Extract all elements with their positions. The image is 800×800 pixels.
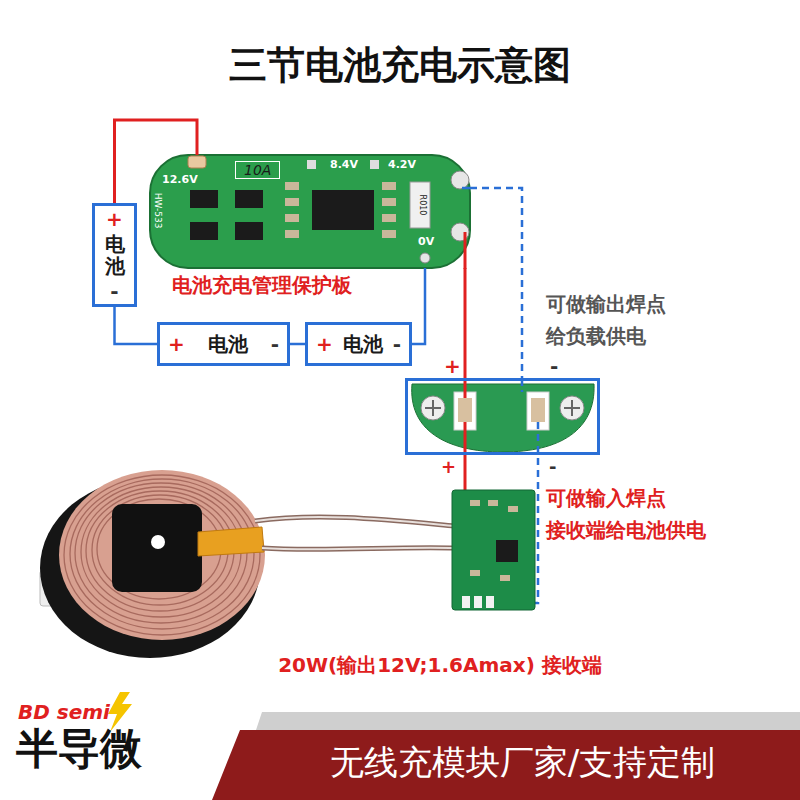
copper-coil <box>59 470 265 640</box>
module-caption: 20W(输出12V;1.6Amax) 接收端 <box>200 652 680 679</box>
polarity-sign: - <box>271 333 279 355</box>
brand-name: 半导微 <box>16 724 142 774</box>
pin-header <box>486 596 494 608</box>
wire <box>115 120 198 203</box>
smd-part <box>508 506 518 512</box>
battery-label: 电池 <box>105 233 125 277</box>
pcb-board <box>150 155 470 268</box>
polarity-sign: + <box>441 456 456 477</box>
solder-pad <box>451 171 469 189</box>
wire <box>115 307 158 344</box>
smd-part <box>382 182 396 190</box>
coil-lead <box>255 517 455 526</box>
screw <box>425 400 441 416</box>
banner-band <box>212 730 800 800</box>
smd-part <box>285 230 299 238</box>
battery-cell: + 电池 - <box>92 203 137 307</box>
polarity-sign: - <box>550 355 558 377</box>
shunt-resistor <box>410 182 430 228</box>
wire <box>470 188 522 378</box>
solder-pad <box>188 156 206 168</box>
smd-part <box>488 500 498 506</box>
voltage-label: 12.6V <box>162 173 198 186</box>
wire <box>464 268 467 378</box>
flex-strip <box>198 527 264 556</box>
solder-pad <box>420 253 430 263</box>
core-hole <box>151 535 165 549</box>
voltage-label: 4.2V <box>388 158 416 171</box>
banner-text: 无线充模块厂家/支持定制 <box>250 740 795 784</box>
screw <box>421 396 445 420</box>
smd-part <box>500 575 510 581</box>
polarity-sign: - <box>549 456 556 477</box>
coil-lead <box>255 517 455 526</box>
smd-part <box>470 500 480 506</box>
screw <box>560 396 584 420</box>
mosfet-chip <box>235 222 263 240</box>
coil-core <box>112 504 202 592</box>
coil-lead <box>262 548 455 550</box>
ic-chip <box>496 540 518 562</box>
polarity-sign: + <box>106 208 123 230</box>
voltage-label: 8.4V <box>330 158 358 171</box>
mosfet-chip <box>190 190 218 208</box>
pin-header <box>474 596 482 608</box>
brand-logo: BD semi <box>18 700 110 724</box>
smd-part <box>382 214 396 222</box>
wire <box>412 268 425 344</box>
wire <box>464 380 467 398</box>
solder-pad-board: +- <box>405 378 600 455</box>
current-rating: 10A <box>235 161 280 179</box>
smd-part <box>285 182 299 190</box>
board-name: 电池充电管理保护板 <box>172 273 352 297</box>
model-number: HW-533 <box>152 193 163 229</box>
smd-part <box>285 214 299 222</box>
resistor-code: R010 <box>417 195 427 216</box>
mosfet-chip <box>235 190 263 208</box>
polarity-sign: + <box>316 333 333 355</box>
wire <box>464 232 467 269</box>
mosfet-chip <box>190 222 218 240</box>
smd-part <box>470 570 480 576</box>
ic-chip <box>312 190 374 230</box>
battery-label: 电池 <box>208 333 248 355</box>
protection-board: 12.6V10A8.4V4.2VHW-533R0100V电池充电管理保护板 <box>150 155 470 268</box>
note-text: 可做输入焊点 接收端给电池供电 <box>546 482 710 546</box>
pin-header <box>462 596 470 608</box>
wire <box>462 187 470 190</box>
wire <box>464 422 467 492</box>
wire <box>521 380 524 392</box>
wire <box>290 343 305 346</box>
polarity-sign: + <box>444 355 461 377</box>
polarity-sign: - <box>110 280 118 302</box>
receiver-pcb <box>452 490 535 610</box>
test-pad <box>307 160 316 169</box>
screw <box>564 400 580 416</box>
coil-lead <box>262 548 455 550</box>
voltage-label: 0V <box>418 235 434 248</box>
diagram-title: 三节电池充电示意图 <box>0 40 800 91</box>
polarity-sign: - <box>393 333 401 355</box>
smd-part <box>285 198 299 206</box>
solder-pad <box>531 398 545 422</box>
note-text: 可做输出焊点 给负载供电 <box>546 288 668 352</box>
solder-pad <box>458 398 472 422</box>
polarity-sign: + <box>168 333 185 355</box>
battery-label: 电池 <box>343 333 383 355</box>
battery-cell: + 电池 - <box>157 322 290 366</box>
test-pad <box>370 160 379 169</box>
smd-part <box>382 198 396 206</box>
battery-cell: + 电池- <box>305 322 412 366</box>
smd-part <box>382 230 396 238</box>
pad-board <box>412 384 594 452</box>
coil-turn <box>64 475 260 635</box>
